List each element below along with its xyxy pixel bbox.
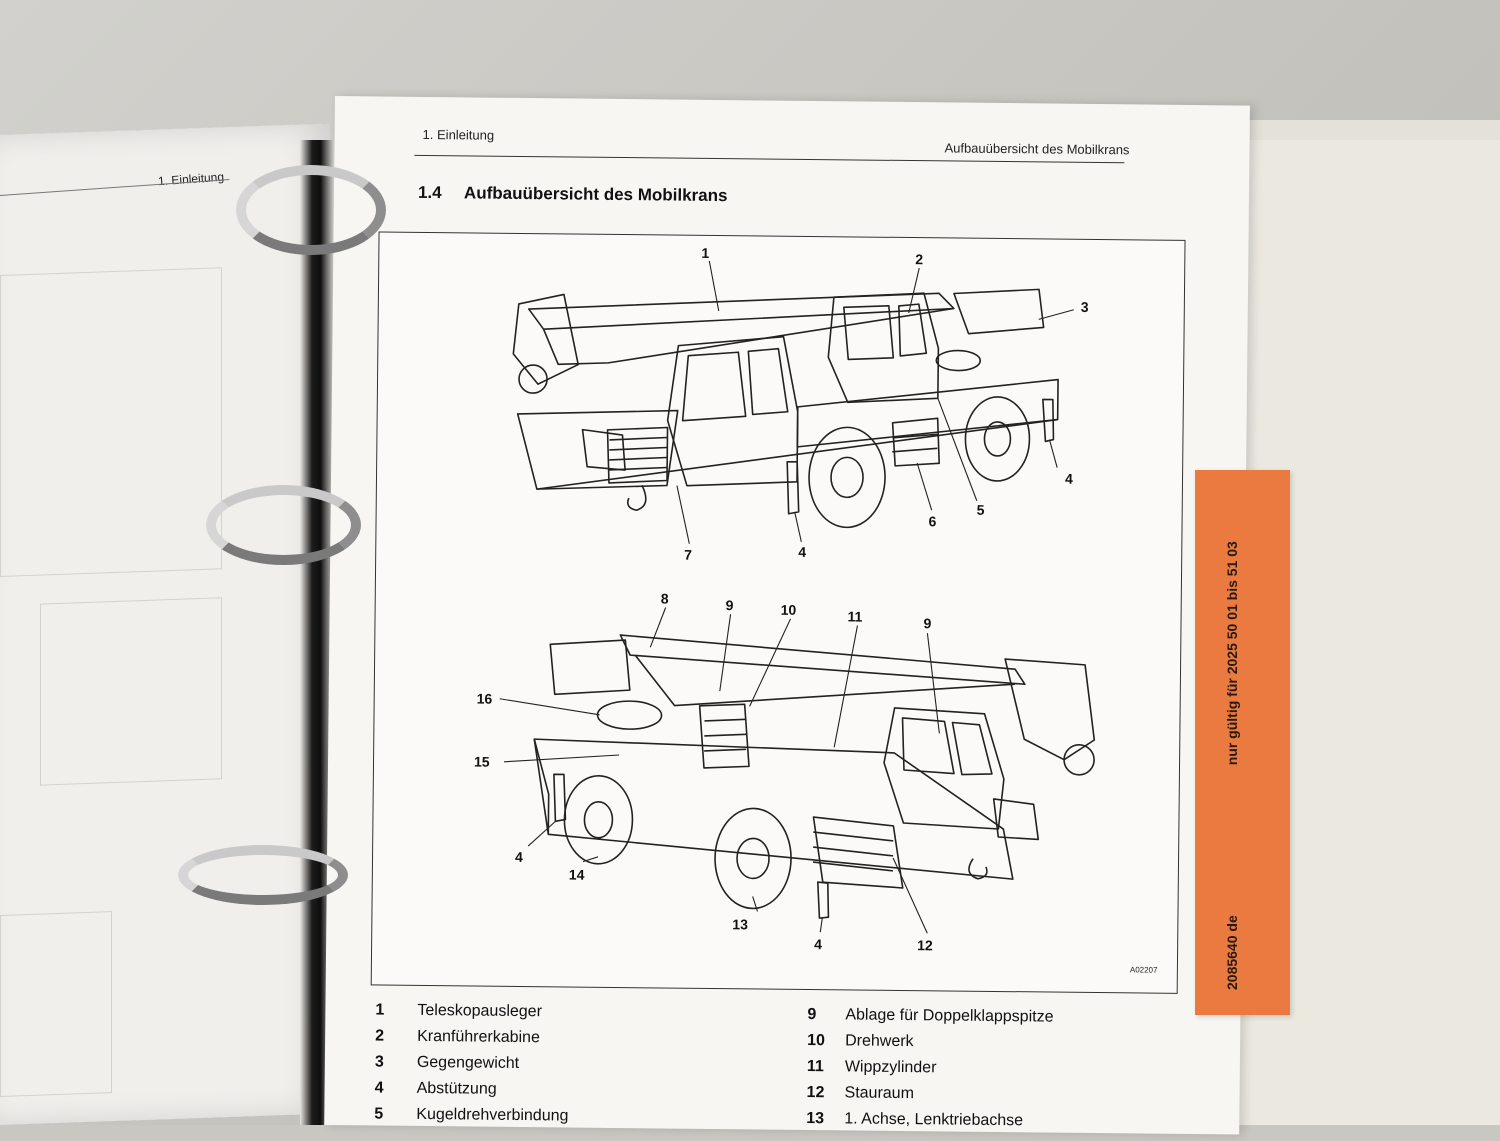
- legend-label: Drehwerk: [845, 1032, 914, 1051]
- callout-label: 11: [847, 608, 862, 624]
- legend-item: 1 Teleskopausleger: [375, 1001, 569, 1029]
- callout-label: 4: [798, 544, 806, 560]
- legend-label: Wippzylinder: [844, 1058, 937, 1077]
- callout-label: 4: [515, 849, 523, 865]
- figure-code: A02207: [1130, 965, 1158, 974]
- legend-number: 10: [807, 1031, 826, 1050]
- section-heading: 1.4 Aufbauübersicht des Mobilkrans: [418, 183, 728, 206]
- crane-illustration: 1 2 3 4 5 6 7 4 8 9 10 11 9 16 15 4 14 1…: [474, 245, 1158, 975]
- callout-label: 10: [781, 602, 797, 618]
- legend-number: 3: [374, 1053, 384, 1071]
- callout-label: 12: [917, 937, 933, 953]
- running-head-left: 1. Einleitung: [422, 126, 495, 143]
- legend-number: 9: [807, 1005, 817, 1024]
- parts-legend: 1 Teleskopausleger 2 Kranführerkabine 3 Geg…: [374, 1001, 1136, 1129]
- callout-label: 9: [726, 597, 734, 613]
- callout-label: 4: [1065, 471, 1073, 487]
- legend-item: 10 Drehwerk: [807, 1032, 1053, 1061]
- callout-label: 8: [661, 590, 669, 606]
- legend-number: 13: [806, 1109, 825, 1128]
- manual-page: 1. Einleitung Aufbauübersicht des Mobilk…: [324, 96, 1250, 1135]
- callout-label: 4: [814, 936, 822, 952]
- legend-item: 5 Kugeldrehverbindung: [374, 1105, 568, 1133]
- binder-ring-middle: [206, 485, 361, 565]
- document-number: 2085640 de: [1224, 915, 1240, 990]
- legend-number: 11: [806, 1057, 824, 1076]
- left-page-figure: [40, 597, 222, 786]
- legend-item: 2 Kranführerkabine: [375, 1027, 569, 1055]
- callout-label: 6: [928, 513, 936, 529]
- callout-label: 3: [1081, 299, 1089, 315]
- validity-note: nur gültig für 2025 50 01 bis 51 03: [1224, 541, 1240, 766]
- left-page: [0, 123, 330, 1126]
- legend-number: 1: [375, 1001, 385, 1019]
- legend-number: 12: [806, 1083, 825, 1102]
- crane-bottom-view-drawing: [533, 634, 1096, 919]
- callout-label: 16: [477, 691, 493, 707]
- legend-label: Stauraum: [844, 1084, 915, 1103]
- left-page-figure: [0, 267, 222, 577]
- binder-ring-bottom: [178, 845, 348, 905]
- callout-label: 13: [732, 916, 748, 932]
- legend-item: 12 Stauraum: [806, 1084, 1052, 1113]
- index-tab-text: 2085640 de nur gültig für 2025 50 01 bis…: [1224, 470, 1240, 990]
- legend-label: Kugeldrehverbindung: [416, 1105, 569, 1125]
- legend-item: 3 Gegengewicht: [375, 1053, 569, 1081]
- legend-item: 4 Abstützung: [374, 1079, 568, 1107]
- left-page-figure: [0, 911, 112, 1097]
- legend-label: Ablage für Doppelklappspitze: [845, 1006, 1054, 1026]
- callout-label: 15: [474, 753, 490, 769]
- section-number: 1.4: [417, 182, 442, 203]
- legend-item: 13 1. Achse, Lenktriebachse: [806, 1110, 1052, 1139]
- legend-item: 9 Ablage für Doppelklappspitze: [807, 1006, 1053, 1035]
- legend-column-left: 1 Teleskopausleger 2 Kranführerkabine 3 Geg…: [374, 1001, 569, 1133]
- crane-top-view-drawing: [512, 288, 1059, 529]
- callout-label: 2: [915, 251, 923, 267]
- legend-number: 2: [375, 1027, 385, 1045]
- section-title: Aufbauübersicht des Mobilkrans: [463, 183, 728, 206]
- legend-label: Gegengewicht: [416, 1053, 520, 1072]
- legend-label: 1. Achse, Lenktriebachse: [844, 1110, 1024, 1130]
- callout-label: 1: [701, 245, 709, 261]
- orange-index-tab: [1195, 470, 1290, 1015]
- binder-ring-top: [236, 165, 386, 255]
- callout-label: 7: [684, 547, 692, 563]
- crane-figure: 1 2 3 4 5 6 7 4 8 9 10 11 9 16 15 4 14 1…: [370, 231, 1186, 994]
- legend-label: Teleskopausleger: [417, 1001, 543, 1021]
- legend-number: 4: [374, 1079, 384, 1097]
- legend-number: 5: [374, 1105, 384, 1123]
- legend-label: Kranführerkabine: [417, 1027, 540, 1047]
- legend-item: 11 Wippzylinder: [807, 1058, 1053, 1087]
- callout-label: 5: [977, 502, 985, 518]
- callout-label: 9: [923, 615, 931, 631]
- callout-label: 14: [569, 866, 585, 882]
- legend-column-right: 9 Ablage für Doppelklappspitze 10 Drehwerk…: [806, 1006, 1053, 1139]
- legend-label: Abstützung: [416, 1079, 497, 1098]
- running-head-right: Aufbauübersicht des Mobilkrans: [944, 140, 1130, 158]
